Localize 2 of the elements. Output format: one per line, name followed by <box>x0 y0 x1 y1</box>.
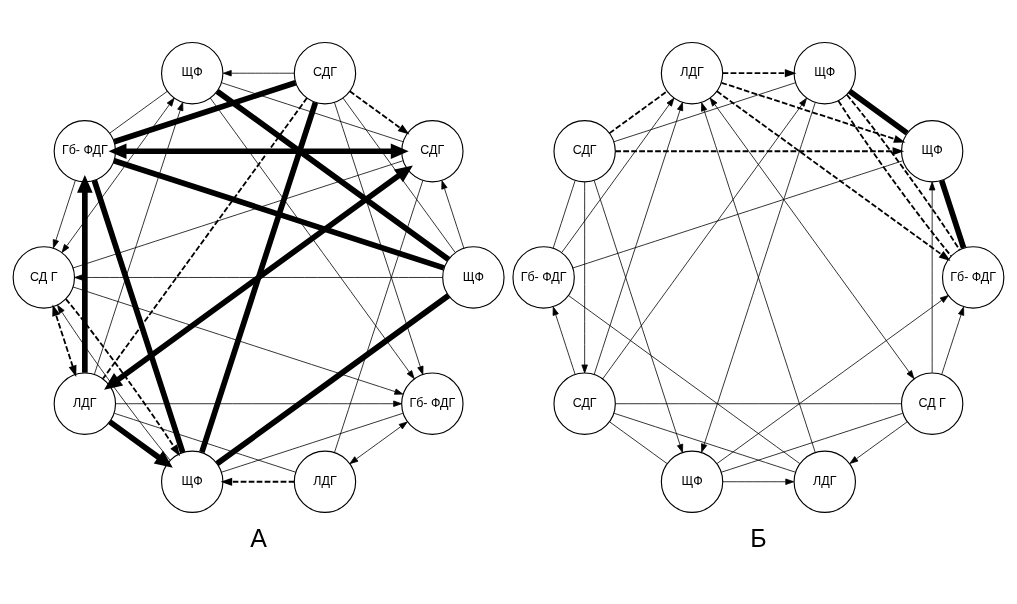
label: Б <box>750 524 767 553</box>
label: А <box>250 524 267 553</box>
